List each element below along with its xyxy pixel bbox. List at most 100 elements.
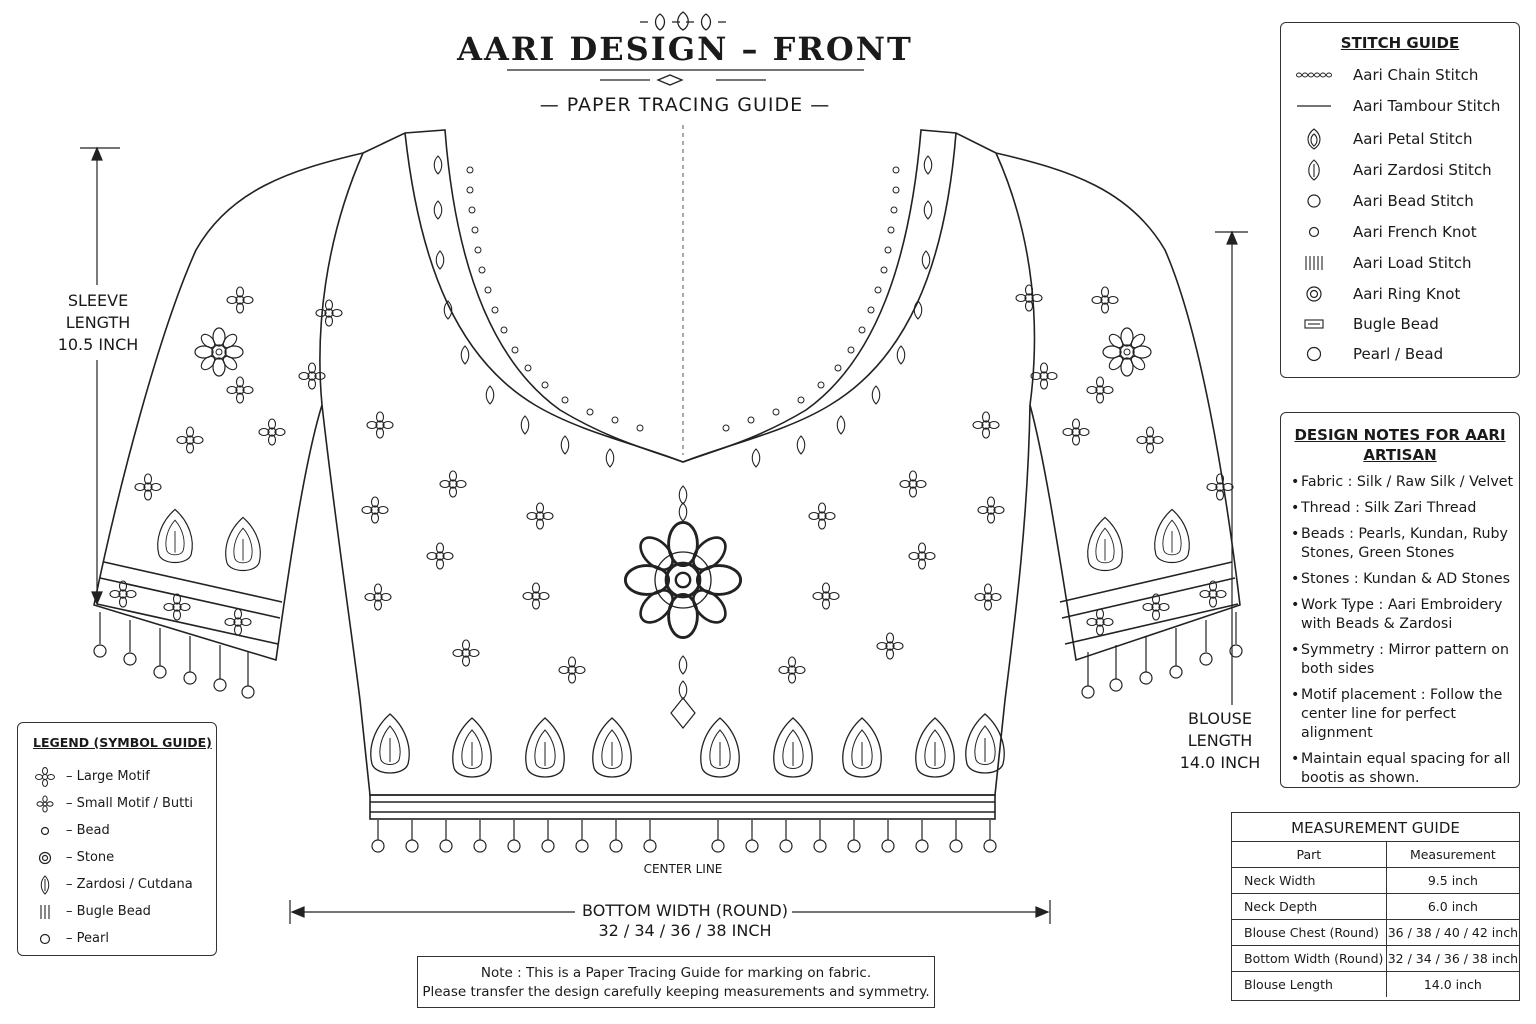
page-title: AARI DESIGN – FRONT (457, 30, 913, 68)
dimension-lines (80, 146, 1248, 924)
stitch-row: Aari Petal Stitch (1281, 128, 1519, 150)
stitch-label: Bugle Bead (1353, 315, 1439, 333)
legend-title: LEGEND (SYMBOL GUIDE) (33, 735, 212, 750)
bottom-width-sizes: 32 / 34 / 36 / 38 INCH (598, 921, 772, 940)
design-notes-list: Fabric : Silk / Raw Silk / Velvet Thread… (1281, 473, 1519, 788)
center-medallion (623, 485, 743, 729)
legend-label: – Pearl (66, 931, 109, 946)
blouse-outline (93, 129, 1241, 820)
legend-panel: LEGEND (SYMBOL GUIDE) – Large Motif – Sm… (17, 722, 217, 956)
note-item: Motif placement : Follow the center line… (1291, 686, 1519, 743)
part-cell: Blouse Length (1232, 971, 1387, 997)
note-item: Fabric : Silk / Raw Silk / Velvet (1291, 473, 1519, 492)
part-cell: Neck Width (1232, 867, 1387, 894)
value-cell: 32 / 34 / 36 / 38 inch (1385, 945, 1519, 972)
measurement-guide-panel: MEASUREMENT GUIDE Part Measurement Neck … (1231, 812, 1520, 1001)
title-ornament-icon (507, 11, 864, 86)
blouse-length-line2: LENGTH (1187, 731, 1253, 750)
part-cell: Blouse Chest (Round) (1232, 919, 1387, 946)
large-motif-icon (35, 767, 55, 787)
stitch-guide-title: STITCH GUIDE (1340, 34, 1460, 52)
note-item: Work Type : Aari Embroidery with Beads &… (1291, 596, 1519, 634)
bottom-width-label: BOTTOM WIDTH (ROUND) 32 / 34 / 36 / 38 I… (560, 901, 810, 941)
measurement-guide-title: MEASUREMENT GUIDE (1291, 819, 1460, 837)
small-bootis (134, 284, 1234, 684)
stitch-row: Aari Bead Stitch (1281, 190, 1519, 212)
table-row: Blouse Length 14.0 inch (1232, 971, 1519, 997)
legend-label: – Stone (66, 850, 115, 865)
design-notes-panel: DESIGN NOTES FOR AARI ARTISAN Fabric : S… (1280, 412, 1520, 788)
measurement-table: Part Measurement Neck Width 9.5 inch Nec… (1232, 841, 1519, 997)
stitch-label: Aari Load Stitch (1353, 254, 1472, 272)
pearl-icon (1306, 346, 1322, 362)
legend-label: – Small Motif / Butti (66, 796, 193, 811)
note-item: Maintain equal spacing for all bootis as… (1291, 750, 1519, 788)
value-cell: 9.5 inch (1385, 867, 1519, 894)
center-line-label: CENTER LINE (643, 862, 723, 876)
footer-note: Note : This is a Paper Tracing Guide for… (417, 956, 935, 1008)
tambour-line-icon (1297, 105, 1331, 107)
stitch-label: Aari Chain Stitch (1353, 66, 1479, 84)
sleeve-length-line2: LENGTH (65, 313, 131, 332)
blouse-length-line3: 14.0 INCH (1179, 753, 1261, 772)
blouse-length-label: BLOUSE LENGTH 14.0 INCH (1170, 708, 1270, 774)
bottom-paisley-border (370, 713, 1005, 778)
table-row: Neck Depth 6.0 inch (1232, 893, 1519, 920)
stitch-row: Aari Load Stitch (1281, 252, 1519, 274)
load-stitch-icon (1305, 256, 1323, 270)
table-header-row: Part Measurement (1232, 841, 1519, 868)
value-cell: 14.0 inch (1385, 971, 1519, 997)
pearl-icon (39, 933, 51, 945)
bugle-bead-icon (1304, 319, 1324, 329)
legend-label: – Zardosi / Cutdana (66, 877, 193, 892)
stitch-label: Aari French Knot (1353, 223, 1477, 241)
stitch-label: Pearl / Bead (1353, 345, 1444, 363)
table-row: Bottom Width (Round) 32 / 34 / 36 / 38 i… (1232, 945, 1519, 972)
stitch-label: Aari Zardosi Stitch (1353, 161, 1492, 179)
note-item: Thread : Silk Zari Thread (1291, 499, 1519, 518)
legend-label: – Large Motif (66, 769, 150, 784)
header-part: Part (1232, 841, 1387, 868)
stitch-row: Pearl / Bead (1281, 343, 1519, 365)
chain-stitch-icon (1296, 72, 1332, 78)
stitch-row: Aari Chain Stitch (1281, 64, 1519, 86)
stitch-row: Aari French Knot (1281, 221, 1519, 243)
legend-label: – Bugle Bead (66, 904, 151, 919)
bead-icon (40, 826, 50, 836)
small-motif-icon (36, 795, 54, 813)
part-cell: Bottom Width (Round) (1232, 945, 1387, 972)
stitch-row: Aari Tambour Stitch (1281, 95, 1519, 117)
table-row: Blouse Chest (Round) 36 / 38 / 40 / 42 i… (1232, 919, 1519, 946)
value-cell: 6.0 inch (1385, 893, 1519, 920)
stitch-label: Aari Tambour Stitch (1353, 97, 1501, 115)
design-notes-title: DESIGN NOTES FOR AARI ARTISAN (1294, 426, 1506, 464)
footer-note-line1: Note : This is a Paper Tracing Guide for… (480, 965, 872, 981)
note-item: Symmetry : Mirror pattern on both sides (1291, 641, 1519, 679)
neckline-beads (466, 166, 900, 432)
note-item: Beads : Pearls, Kundan, Ruby Stones, Gre… (1291, 525, 1519, 563)
note-item: Stones : Kundan & AD Stones (1291, 570, 1519, 589)
sleeve-length-line3: 10.5 INCH (57, 335, 139, 354)
header-measurement: Measurement (1385, 841, 1519, 868)
sleeve-length-label: SLEEVE LENGTH 10.5 INCH (50, 290, 146, 356)
stitch-label: Aari Petal Stitch (1353, 130, 1473, 148)
table-row: Neck Width 9.5 inch (1232, 867, 1519, 894)
page-subtitle: — PAPER TRACING GUIDE — (539, 94, 831, 116)
french-knot-icon (1308, 226, 1320, 238)
stitch-guide-panel: STITCH GUIDE Aari Chain Stitch Aari Tamb… (1280, 22, 1520, 378)
stone-icon (38, 851, 52, 865)
value-cell: 36 / 38 / 40 / 42 inch (1385, 919, 1519, 946)
stitch-row: Bugle Bead (1281, 313, 1519, 335)
blouse-length-line1: BLOUSE (1188, 709, 1252, 728)
hanging-pearls (93, 612, 1243, 853)
sleeve-length-line1: SLEEVE (67, 291, 129, 310)
bead-circle-icon (1307, 194, 1321, 208)
part-cell: Neck Depth (1232, 893, 1387, 920)
bugle-bead-icon (40, 905, 50, 919)
petal-icon (1307, 128, 1321, 150)
ring-knot-icon (1306, 286, 1322, 302)
stitch-row: Aari Ring Knot (1281, 283, 1519, 305)
bottom-width-title: BOTTOM WIDTH (ROUND) (582, 901, 788, 920)
stitch-row: Aari Zardosi Stitch (1281, 159, 1519, 181)
